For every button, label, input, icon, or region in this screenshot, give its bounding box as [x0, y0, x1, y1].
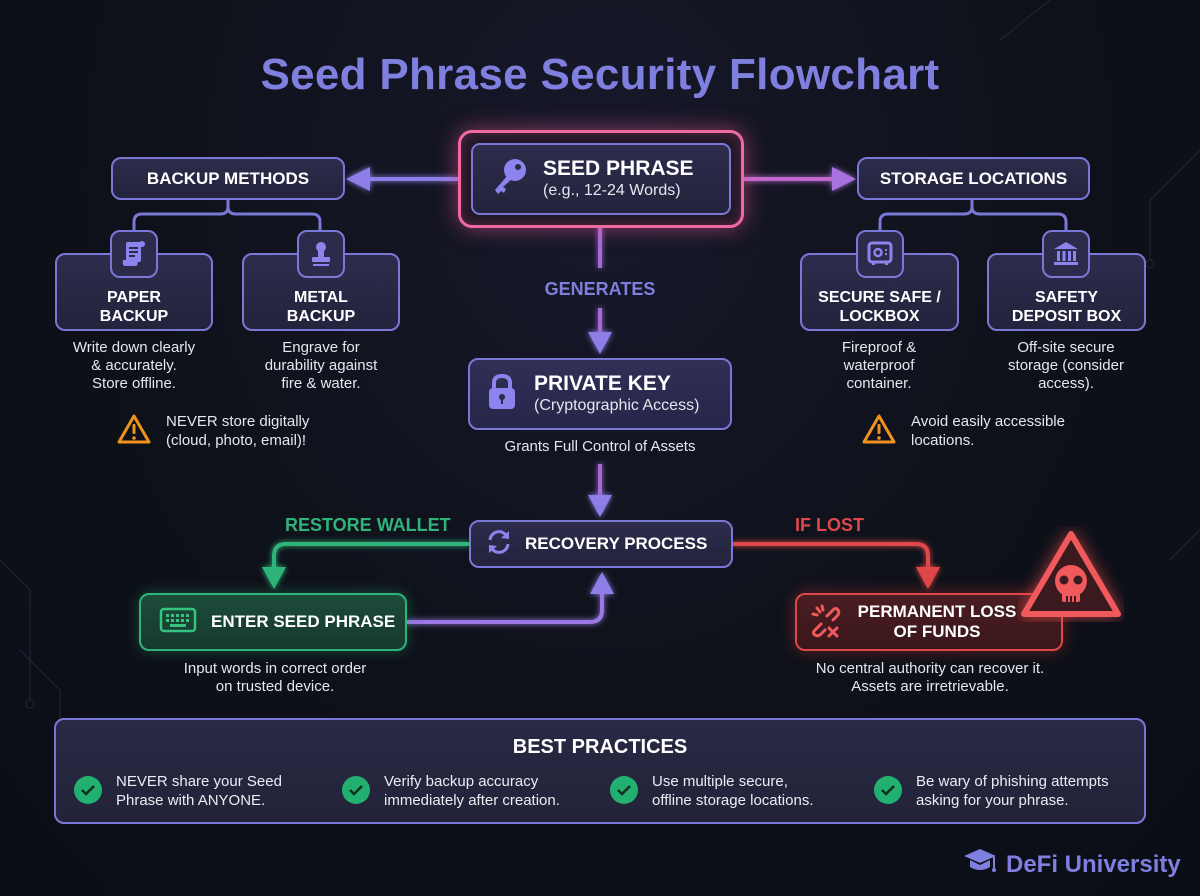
- brand-logo: DeFi University: [962, 846, 1181, 883]
- if-lost-label: IF LOST: [795, 515, 864, 535]
- check-icon: [342, 776, 370, 804]
- enter-seed-phrase-node[interactable]: ENTER SEED PHRASE: [139, 593, 407, 651]
- recovery-process-node[interactable]: RECOVERY PROCESS: [469, 520, 733, 568]
- permanent-loss-title-2: OF FUNDS: [893, 622, 981, 641]
- bracket-backup: [132, 200, 322, 232]
- bank-icon: [1042, 230, 1090, 278]
- backup-warning: NEVER store digitally(cloud, photo, emai…: [116, 412, 309, 450]
- arrow-seed-to-storage: [744, 167, 856, 191]
- page-title: Seed Phrase Security Flowchart: [260, 50, 940, 99]
- keyboard-icon: [159, 607, 197, 638]
- paper-scroll-icon: [110, 230, 158, 278]
- private-key-desc: Grants Full Control of Assets: [504, 438, 696, 455]
- key-icon: [493, 158, 527, 201]
- metal-backup-title-2: BACKUP: [286, 308, 356, 325]
- safety-deposit-title-1: SAFETY: [1034, 289, 1099, 306]
- check-icon: [74, 776, 102, 804]
- warning-icon: [116, 413, 152, 450]
- warning-icon: [861, 413, 897, 450]
- arrow-seed-to-backup: [346, 167, 458, 191]
- best-practice-item: Use multiple secure,offline storage loca…: [610, 772, 814, 810]
- private-key-subtitle: (Cryptographic Access): [534, 397, 700, 414]
- arrow-enter-to-recovery: [407, 572, 614, 624]
- storage-locations-node[interactable]: STORAGE LOCATIONS: [857, 157, 1090, 200]
- skull-warning-icon: [1018, 526, 1124, 627]
- recovery-process-title: RECOVERY PROCESS: [525, 534, 708, 553]
- secure-safe-title-1: SECURE SAFE /: [818, 289, 941, 306]
- restore-wallet-label: RESTORE WALLET: [285, 515, 451, 535]
- private-key-node[interactable]: PRIVATE KEY (Cryptographic Access): [468, 358, 732, 430]
- safe-icon: [856, 230, 904, 278]
- seed-phrase-title: SEED PHRASE: [543, 157, 694, 180]
- check-icon: [610, 776, 638, 804]
- arrow-seed-to-private-key: [588, 228, 612, 354]
- graduation-cap-icon: [962, 846, 998, 883]
- safety-deposit-node[interactable]: SAFETY DEPOSIT BOX: [987, 253, 1146, 331]
- best-practices-title: BEST PRACTICES: [512, 736, 688, 758]
- paper-backup-title-2: BACKUP: [99, 308, 169, 325]
- bracket-storage: [878, 200, 1068, 232]
- seed-phrase-node[interactable]: SEED PHRASE (e.g., 12-24 Words): [458, 130, 744, 228]
- circuit-decoration: [0, 0, 1200, 720]
- paper-backup-desc: Write down clearly& accurately.Store off…: [72, 339, 196, 392]
- permanent-loss-title-1: PERMANENT LOSS: [857, 602, 1017, 621]
- permanent-loss-desc: No central authority can recover it.Asse…: [815, 660, 1045, 695]
- seed-phrase-subtitle: (e.g., 12-24 Words): [543, 182, 681, 199]
- safety-deposit-title-2: DEPOSIT BOX: [1011, 308, 1122, 325]
- refresh-icon: [485, 528, 513, 561]
- private-key-title: PRIVATE KEY: [534, 372, 671, 395]
- backup-methods-node[interactable]: BACKUP METHODS: [111, 157, 345, 200]
- permanent-loss-node[interactable]: PERMANENT LOSS OF FUNDS: [795, 593, 1063, 651]
- brand-name: DeFi University: [1006, 850, 1181, 878]
- arrow-if-lost: [733, 542, 940, 589]
- paper-backup-title-1: PAPER: [107, 289, 161, 306]
- stamp-icon: [297, 230, 345, 278]
- lock-icon: [486, 373, 518, 416]
- enter-seed-phrase-title: ENTER SEED PHRASE: [211, 612, 396, 631]
- generates-label: GENERATES: [544, 279, 656, 299]
- broken-link-icon: [807, 602, 843, 643]
- arrow-private-key-to-recovery: [588, 464, 612, 517]
- check-icon: [874, 776, 902, 804]
- secure-safe-title-2: LOCKBOX: [839, 308, 920, 325]
- metal-backup-title-1: METAL: [294, 289, 348, 306]
- arrow-restore-wallet: [262, 542, 469, 589]
